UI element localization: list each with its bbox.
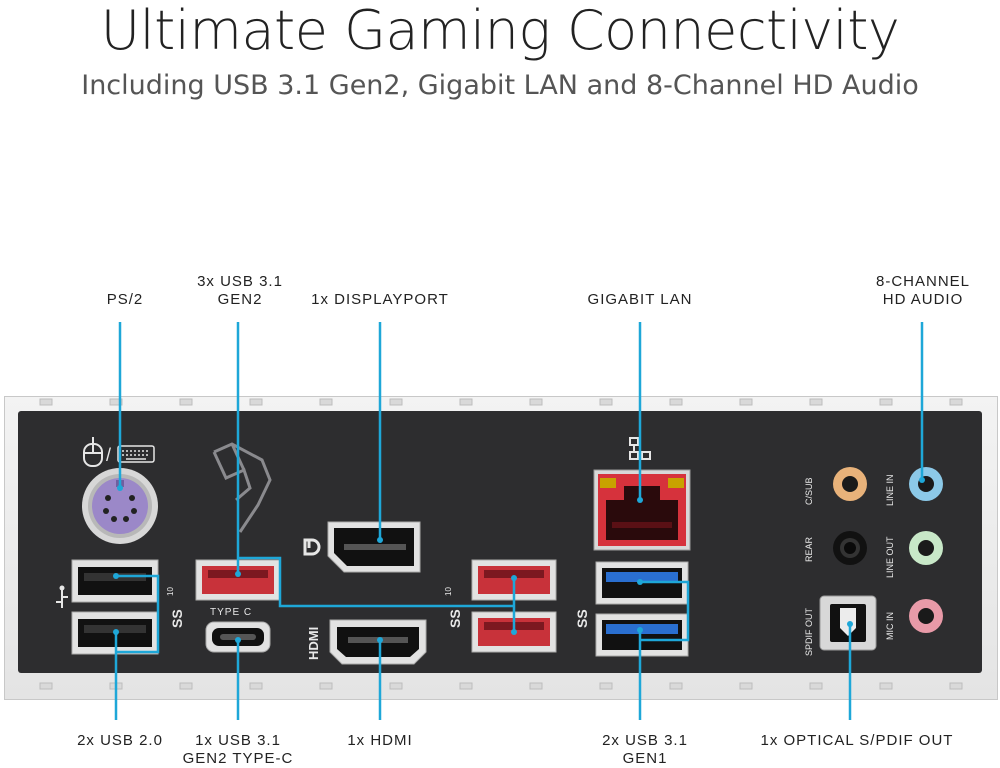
label-usb31-gen2-line2: GEN2 — [217, 291, 263, 308]
svg-text:SS: SS — [169, 609, 185, 628]
audio-label-csub: C/SUB — [804, 477, 814, 505]
frame-tabs — [39, 398, 963, 690]
audio-label-spdif: SPDIF OUT — [804, 607, 814, 656]
audio-label-rear: REAR — [804, 536, 814, 562]
label-usb31-typec-line1: 1x USB 3.1 — [195, 732, 281, 749]
label-displayport: 1x DISPLAYPORT — [311, 291, 449, 308]
label-hd-audio: 8-CHANNEL HD AUDIO — [860, 273, 986, 309]
superspeed-icon: SS — [574, 609, 590, 628]
usb31-gen1-port-bottom[interactable] — [595, 613, 689, 657]
mouse-icon — [83, 437, 103, 467]
audio-label-mic-in: MIC IN — [885, 612, 895, 640]
label-hd-audio-line2: HD AUDIO — [882, 291, 964, 308]
label-hd-audio-line1: 8-CHANNEL — [875, 273, 971, 290]
audio-jack-csub[interactable] — [833, 467, 867, 501]
usb-icon — [56, 585, 68, 608]
usb20-port-top[interactable] — [71, 559, 159, 603]
label-usb31-gen1-line1: 2x USB 3.1 — [602, 732, 688, 749]
label-usb31-gen1: 2x USB 3.1 GEN1 — [585, 732, 705, 768]
label-usb31-gen1-line2: GEN1 — [622, 750, 668, 767]
lan-port[interactable] — [593, 469, 691, 551]
audio-label-line-out: LINE OUT — [885, 536, 895, 578]
callout-lines — [114, 322, 924, 720]
label-hdmi: 1x HDMI — [347, 732, 413, 749]
displayport-port[interactable] — [327, 521, 421, 573]
keyboard-icon — [117, 445, 155, 463]
superspeed-10-icon: SS 10 — [444, 587, 463, 628]
label-usb20: 2x USB 2.0 — [77, 732, 163, 749]
label-ps2: PS/2 — [106, 291, 144, 308]
hdmi-panel-label: HDMI — [306, 627, 321, 660]
page-subtitle: Including USB 3.1 Gen2, Gigabit LAN and … — [81, 70, 919, 101]
audio-jack-line-out[interactable] — [909, 531, 943, 565]
page-title: Ultimate Gaming Connectivity — [100, 0, 900, 62]
label-usb31-gen2: 3x USB 3.1 GEN2 — [180, 273, 300, 309]
callout-dots — [113, 477, 925, 643]
audio-jack-rear[interactable] — [833, 531, 867, 565]
displayport-icon — [303, 538, 321, 556]
label-usb31-gen2-line1: 3x USB 3.1 — [197, 273, 283, 290]
audio-jack-mic-in[interactable] — [909, 599, 943, 633]
audio-jack-line-in[interactable] — [909, 467, 943, 501]
ps2-port[interactable] — [82, 468, 158, 544]
label-optical: 1x OPTICAL S/PDIF OUT — [760, 732, 954, 749]
type-c-label: TYPE C — [210, 607, 252, 618]
label-usb31-typec: 1x USB 3.1 GEN2 TYPE-C — [178, 732, 298, 768]
superspeed-10-icon: SS 10 — [166, 587, 185, 628]
label-usb31-typec-line2: GEN2 TYPE-C — [182, 750, 294, 767]
label-gigabit-lan: GIGABIT LAN — [587, 291, 693, 308]
svg-text:SS: SS — [574, 609, 590, 628]
ps2-slash: / — [106, 445, 111, 465]
audio-label-line-in: LINE IN — [885, 474, 895, 506]
ss10-badge-left: 10 — [166, 587, 175, 596]
ss10-badge-mid: 10 — [444, 587, 453, 596]
rog-logo-icon — [212, 442, 272, 533]
svg-text:SS: SS — [447, 609, 463, 628]
